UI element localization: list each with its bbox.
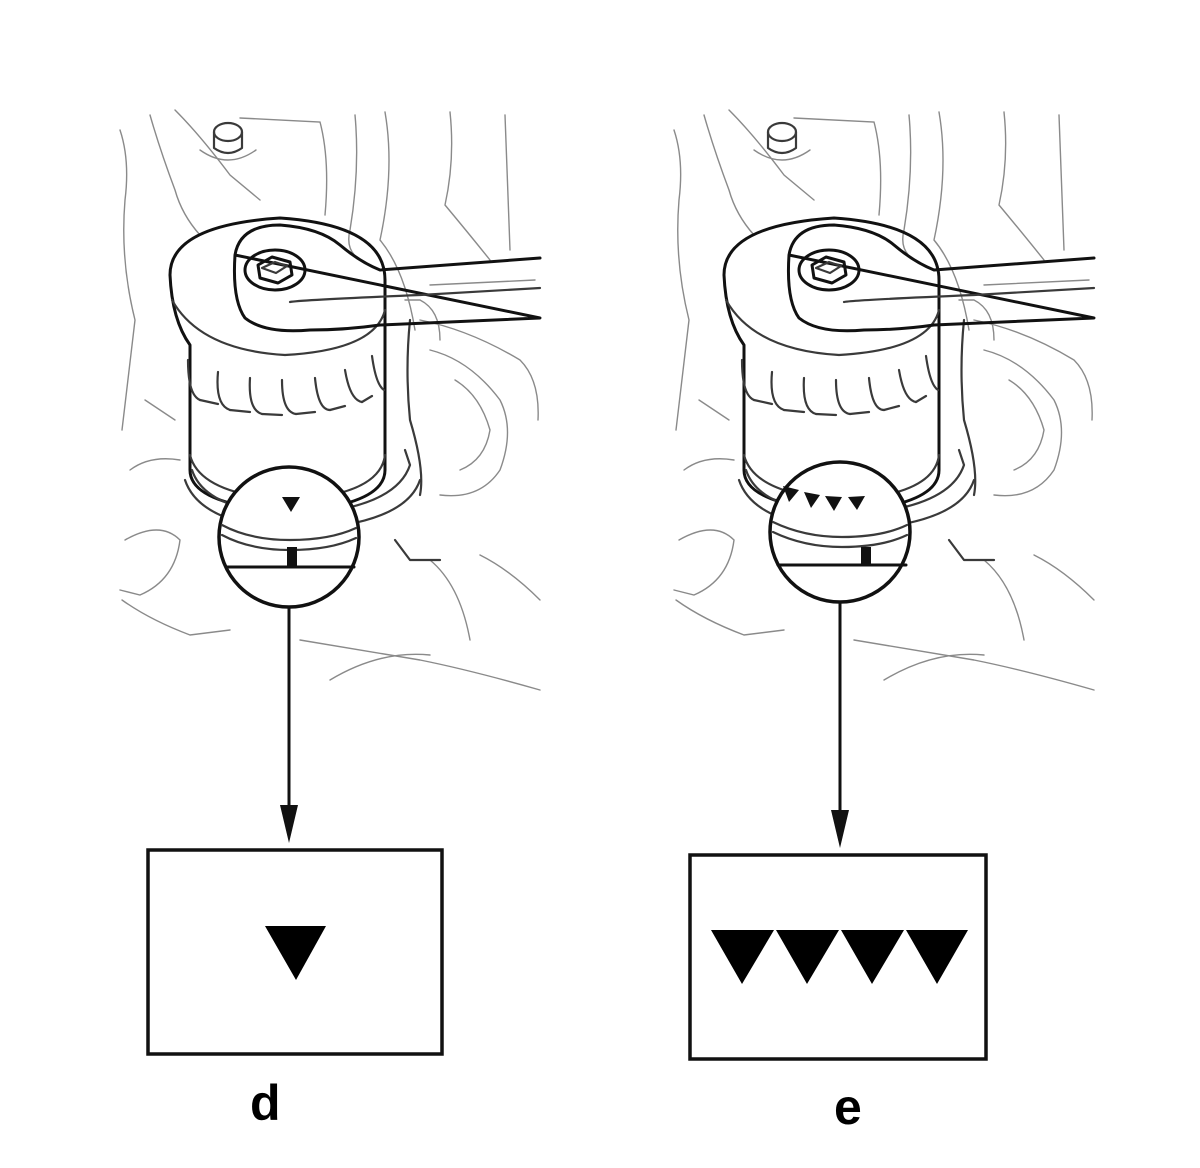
reference-mark xyxy=(287,547,297,567)
arrow-down-icon xyxy=(831,603,849,848)
mark-triangle-icon xyxy=(841,930,904,984)
mark-triangle-icon xyxy=(848,496,865,510)
panel-label-d: d xyxy=(250,1075,281,1131)
panel-label-e: e xyxy=(834,1079,862,1135)
mark-triangle-icon xyxy=(804,492,820,508)
reference-mark xyxy=(861,547,871,565)
engine-background xyxy=(119,109,541,691)
filter-wrench-icon xyxy=(232,223,542,333)
panel-d: d xyxy=(119,109,542,1131)
filter-wrench-icon xyxy=(786,223,1096,333)
mark-triangles-small xyxy=(783,486,865,511)
detail-circle xyxy=(217,465,361,609)
detail-circle xyxy=(768,460,912,604)
oil-filter-illustration-d xyxy=(119,109,542,1056)
mark-triangle-icon xyxy=(776,930,839,984)
mark-triangle-icon xyxy=(783,486,799,502)
result-box-d xyxy=(146,848,444,1056)
result-box-e xyxy=(688,853,988,1061)
mark-triangle-icon xyxy=(906,930,968,984)
mark-triangle-icon xyxy=(825,496,842,511)
mark-triangle-icon xyxy=(282,497,300,512)
mark-triangle-icon xyxy=(265,926,326,980)
panel-e: e xyxy=(554,0,1154,1168)
oil-filter-illustration-e xyxy=(673,109,1096,1061)
engine-background xyxy=(673,109,1095,691)
mark-triangle-icon xyxy=(711,930,774,984)
arrow-down-icon xyxy=(280,608,298,843)
